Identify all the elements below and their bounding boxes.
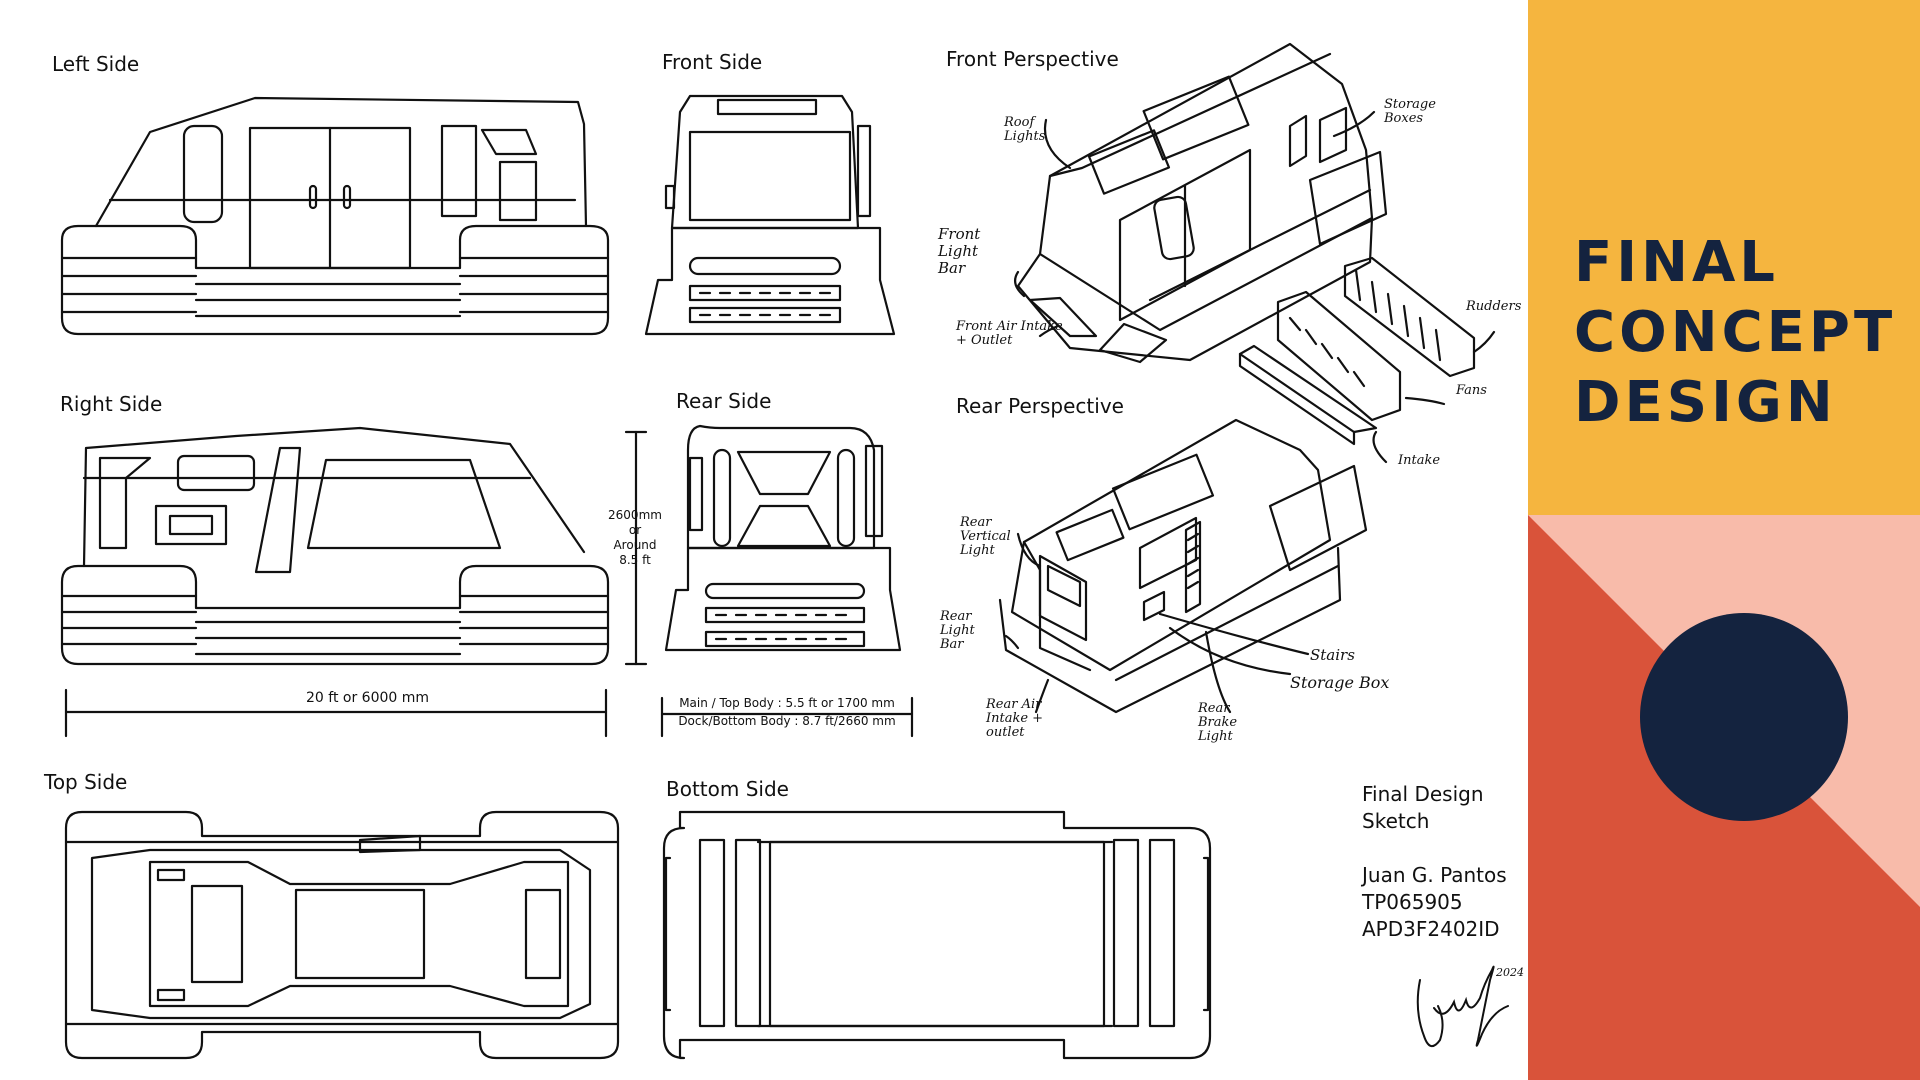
- rear-side-drawing: [660, 424, 914, 738]
- annotation-rudders: Rudders: [1466, 299, 1522, 314]
- bottom-side-label: Bottom Side: [666, 777, 789, 801]
- height-dimension: 2600mm or Around 8.5 ft: [604, 508, 666, 568]
- front-side-drawing: [644, 94, 896, 336]
- body-dimensions: Main / Top Body : 5.5 ft or 1700 mm Dock…: [662, 696, 912, 729]
- height-dim-line-1: 2600mm: [608, 508, 662, 522]
- bottom-side-drawing: [662, 810, 1212, 1060]
- geometric-decoration: [1528, 515, 1920, 1080]
- annotation-rear-air-intake: Rear Air Intake + outlet: [986, 697, 1044, 740]
- signature-year: 2024: [1496, 966, 1524, 979]
- credits-block: Final Design Sketch Juan G. Pantos TP065…: [1362, 781, 1507, 943]
- annotation-front-light-bar: Front Light Bar: [938, 225, 981, 277]
- intake-code: APD3F2402ID: [1362, 917, 1500, 941]
- credits-heading-line-2: Sketch: [1362, 809, 1430, 833]
- author-name: Juan G. Pantos: [1362, 863, 1507, 887]
- rear-side-label: Rear Side: [676, 389, 772, 413]
- annotation-rear-brake-light: Rear Brake Light: [1198, 701, 1238, 744]
- annotation-intake: Intake: [1398, 453, 1441, 468]
- student-id: TP065905: [1362, 890, 1463, 914]
- annotation-rear-light-bar: Rear Light Bar: [940, 609, 975, 652]
- top-side-drawing: [64, 810, 620, 1060]
- rear-perspective-label: Rear Perspective: [956, 394, 1124, 418]
- title-line-3: DESIGN: [1574, 370, 1837, 435]
- credits-heading-line-1: Final Design: [1362, 782, 1484, 806]
- front-perspective-label: Front Perspective: [946, 47, 1119, 71]
- annotation-front-air-intake: Front Air Intake + Outlet: [956, 319, 1063, 348]
- height-dim-line-3: Around: [613, 538, 657, 552]
- front-side-label: Front Side: [662, 50, 763, 74]
- title-line-2: CONCEPT: [1574, 300, 1897, 365]
- title-line-1: FINAL: [1574, 230, 1779, 295]
- annotation-fans: Fans: [1456, 383, 1487, 398]
- sketch-drawings: [60, 42, 1496, 1060]
- page-title: FINAL CONCEPT DESIGN: [1574, 228, 1896, 438]
- decoration-navy-circle: [1640, 613, 1848, 821]
- length-dimension: 20 ft or 6000 mm: [306, 690, 430, 706]
- annotation-roof-lights: Roof Lights: [1004, 115, 1046, 144]
- annotation-storage-boxes: Storage Boxes: [1384, 97, 1436, 126]
- annotation-stairs: Stairs: [1310, 646, 1355, 664]
- main-body-dimension: Main / Top Body : 5.5 ft or 1700 mm: [679, 696, 895, 710]
- top-side-label: Top Side: [44, 770, 128, 794]
- right-side-label: Right Side: [60, 392, 163, 416]
- front-perspective-drawing: [1013, 42, 1496, 464]
- left-side-drawing: [60, 96, 610, 336]
- left-side-label: Left Side: [52, 52, 140, 76]
- title-panel: FINAL CONCEPT DESIGN: [1528, 0, 1920, 1080]
- dock-body-dimension: Dock/Bottom Body : 8.7 ft/2660 mm: [678, 714, 896, 728]
- signature-mark: [1416, 965, 1509, 1047]
- height-dim-line-2: or: [628, 523, 642, 537]
- rear-perspective-drawing: [998, 418, 1368, 714]
- sketch-sheet: Left Side Front Side Front Perspective R…: [44, 42, 1524, 1060]
- title-panel-yellow: [1528, 0, 1920, 515]
- annotation-rear-vertical-light: Rear Vertical Light: [960, 515, 1011, 558]
- annotation-storage-box: Storage Box: [1290, 673, 1390, 692]
- height-dim-line-4: 8.5 ft: [619, 553, 651, 567]
- right-side-drawing: [60, 426, 648, 738]
